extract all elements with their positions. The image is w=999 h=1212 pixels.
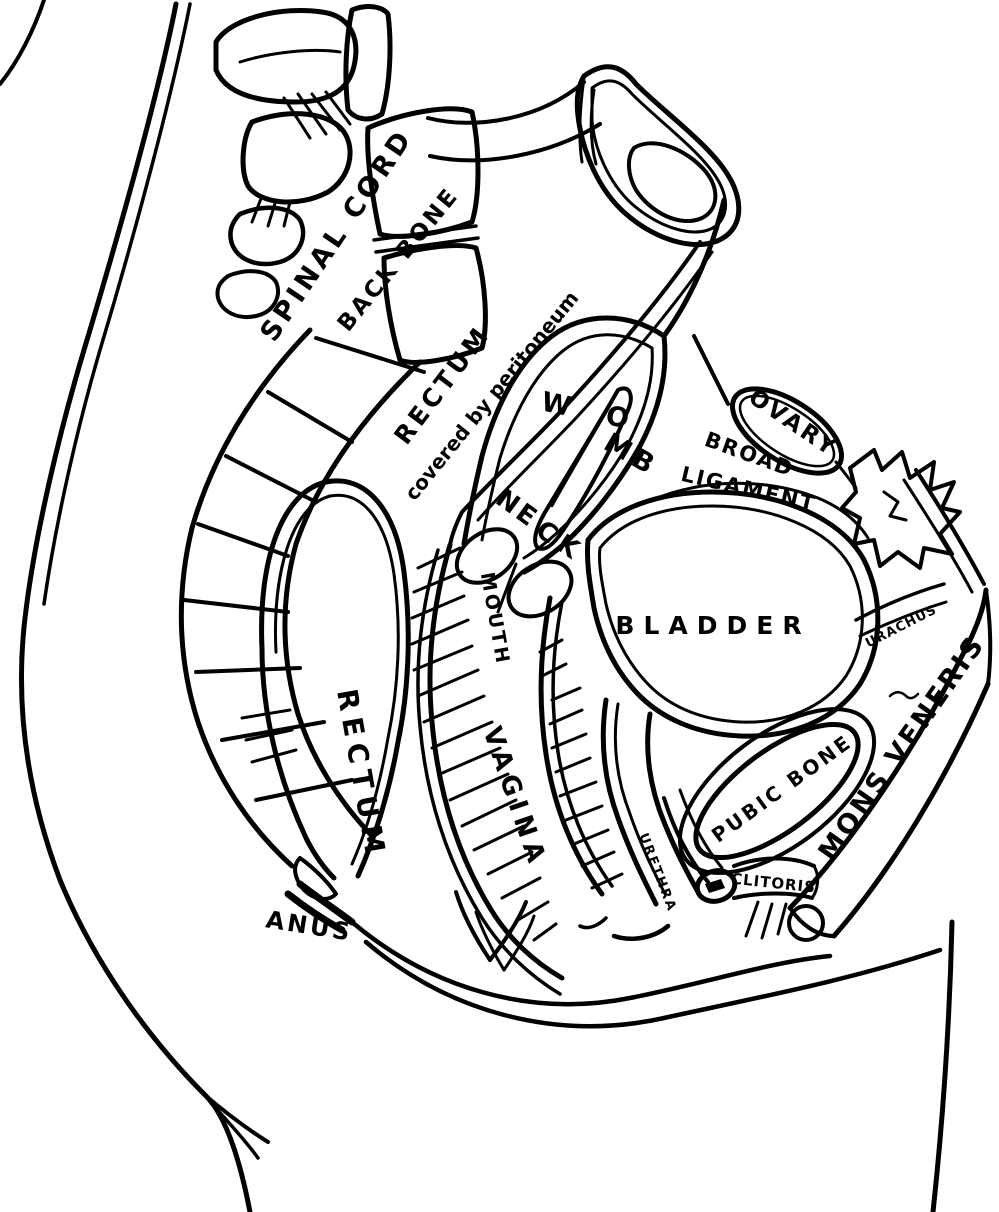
anal-canal-stroke-1 bbox=[296, 880, 356, 926]
pubic-region bbox=[662, 707, 877, 942]
vaginal-outlet-flare-left-inner bbox=[474, 910, 506, 972]
labels: SPINAL CORD BACK BONE RECTUM covered by … bbox=[254, 123, 991, 947]
sigmoid-loop-mid bbox=[590, 79, 727, 234]
abdominal-wall-outer bbox=[914, 468, 986, 586]
vagina-anterior-wall bbox=[538, 595, 605, 897]
gluteal-fold-branch-2 bbox=[210, 1102, 260, 1160]
vagina-rugae-anterior bbox=[538, 638, 624, 890]
anal-canal-stroke-2 bbox=[284, 890, 346, 934]
sigmoid-loop-inner-oval bbox=[627, 141, 718, 224]
ovary-and-tube bbox=[692, 334, 986, 594]
rectal-ampulla bbox=[259, 478, 411, 934]
bladder-outline bbox=[584, 489, 881, 739]
labium-circle bbox=[787, 904, 825, 942]
spinous-process-4 bbox=[215, 269, 280, 319]
womb-cavity bbox=[533, 386, 633, 551]
urethral-meatus-flare-left bbox=[578, 916, 608, 930]
vagina-posterior-wall-outer bbox=[416, 548, 562, 996]
sigmoid-tip-stroke-2 bbox=[589, 88, 598, 166]
bladder-dome-peritoneum-arc bbox=[650, 481, 870, 540]
clitoral-body-line-2 bbox=[678, 788, 724, 870]
label-rectum-lower: RECTUM bbox=[330, 686, 393, 862]
abdominal-wall-inner bbox=[902, 478, 974, 594]
rectum-arch-inner bbox=[274, 493, 400, 866]
thigh-front-line bbox=[930, 919, 955, 1212]
womb-outline-posterior bbox=[521, 333, 668, 575]
sigmoid-rectum-upper bbox=[426, 64, 742, 547]
mons-veneris-band bbox=[787, 587, 993, 939]
label-rectum-upper: RECTUM bbox=[388, 320, 496, 450]
mons-band-bottom-join bbox=[788, 906, 836, 938]
disc-lines bbox=[372, 224, 480, 254]
pubic-capsule bbox=[677, 707, 877, 875]
womb-cavity-inner-line bbox=[550, 400, 614, 508]
mons-band-top-join bbox=[984, 588, 993, 686]
clitoris-ring-dash bbox=[705, 879, 725, 893]
clitoris-band-bottom bbox=[732, 891, 814, 900]
urachus-line-2 bbox=[858, 600, 948, 638]
corridor-upper-line-2 bbox=[428, 122, 602, 163]
spinous-process-2 bbox=[240, 111, 353, 205]
bladder bbox=[578, 481, 948, 941]
mons-band-inner bbox=[831, 681, 991, 939]
sigmoid-tip-stroke-1 bbox=[578, 76, 586, 164]
ovary-inner-line bbox=[738, 394, 836, 468]
vertebral-body-2 bbox=[381, 243, 488, 365]
urethral-meatus-flare bbox=[611, 923, 671, 941]
cervical-canal bbox=[496, 562, 518, 614]
womb-inner-posterior bbox=[522, 346, 654, 560]
spinous-process-1 bbox=[213, 7, 359, 105]
rectum-front-wall-inner bbox=[476, 250, 714, 522]
womb-outline-anterior bbox=[461, 315, 667, 547]
rectum-left-wall-lower bbox=[259, 645, 337, 881]
label-vagina: VAGINA bbox=[476, 723, 552, 872]
sacrum-inner-edge bbox=[282, 359, 423, 839]
spinous-process-3 bbox=[228, 205, 306, 267]
bladder-inner-wall bbox=[598, 504, 864, 724]
fimbriae-inner-squiggle bbox=[882, 490, 908, 522]
sacrum-segment-dividers bbox=[182, 336, 426, 802]
perineum-curve-upper bbox=[349, 919, 833, 1007]
back-contour-outer bbox=[18, 1, 253, 1212]
urethra-left-wall bbox=[600, 697, 659, 907]
spine bbox=[178, 4, 488, 901]
vagina-rugae-posterior bbox=[410, 546, 558, 942]
back-contour-inner bbox=[42, 2, 192, 606]
urethra-right-wall bbox=[645, 711, 701, 895]
peritoneal-fold-mark bbox=[888, 691, 920, 700]
body-outline bbox=[0, 0, 955, 1212]
rectum-front-wall bbox=[448, 240, 702, 547]
clitoris-hatching bbox=[744, 900, 788, 940]
vaginal-outlet-flare-right-inner bbox=[502, 914, 536, 972]
label-bladder: BLADDER bbox=[615, 611, 810, 640]
vaginal-outlet-flare-left bbox=[454, 890, 492, 962]
clitoris-band-end bbox=[810, 864, 820, 900]
mons-band-outer bbox=[787, 587, 989, 911]
pubic-bone-outline bbox=[693, 721, 861, 861]
cervix-posterior-lip bbox=[506, 559, 574, 619]
rectum-front-wall-upper bbox=[661, 197, 727, 339]
vagina bbox=[410, 542, 624, 996]
urethra-left-wall-inner bbox=[613, 702, 667, 896]
sacrum-outer-edge bbox=[178, 327, 313, 869]
perineum-curve-lower bbox=[363, 939, 943, 1029]
vagina-anterior-wall-inner bbox=[551, 600, 614, 888]
womb-inner-anterior bbox=[480, 333, 654, 542]
vertebral-body-top bbox=[343, 4, 393, 122]
clitoris-ring bbox=[694, 868, 738, 904]
top-left-corner-line bbox=[0, 0, 46, 86]
vagina-posterior-wall bbox=[427, 542, 565, 981]
clitoris-band-top bbox=[732, 856, 816, 868]
vertebral-body-1 bbox=[365, 106, 481, 239]
gluteal-fold-branch-1 bbox=[204, 1094, 270, 1144]
spinous-process-1-inner-line bbox=[238, 48, 342, 64]
tube-to-ovary-line bbox=[692, 334, 730, 406]
cervix-anterior-lip bbox=[454, 527, 520, 585]
rectum-arch-outer bbox=[259, 478, 411, 879]
urachus-line-1 bbox=[854, 582, 946, 622]
womb bbox=[454, 315, 668, 619]
corridor-upper-line-1 bbox=[426, 80, 586, 125]
